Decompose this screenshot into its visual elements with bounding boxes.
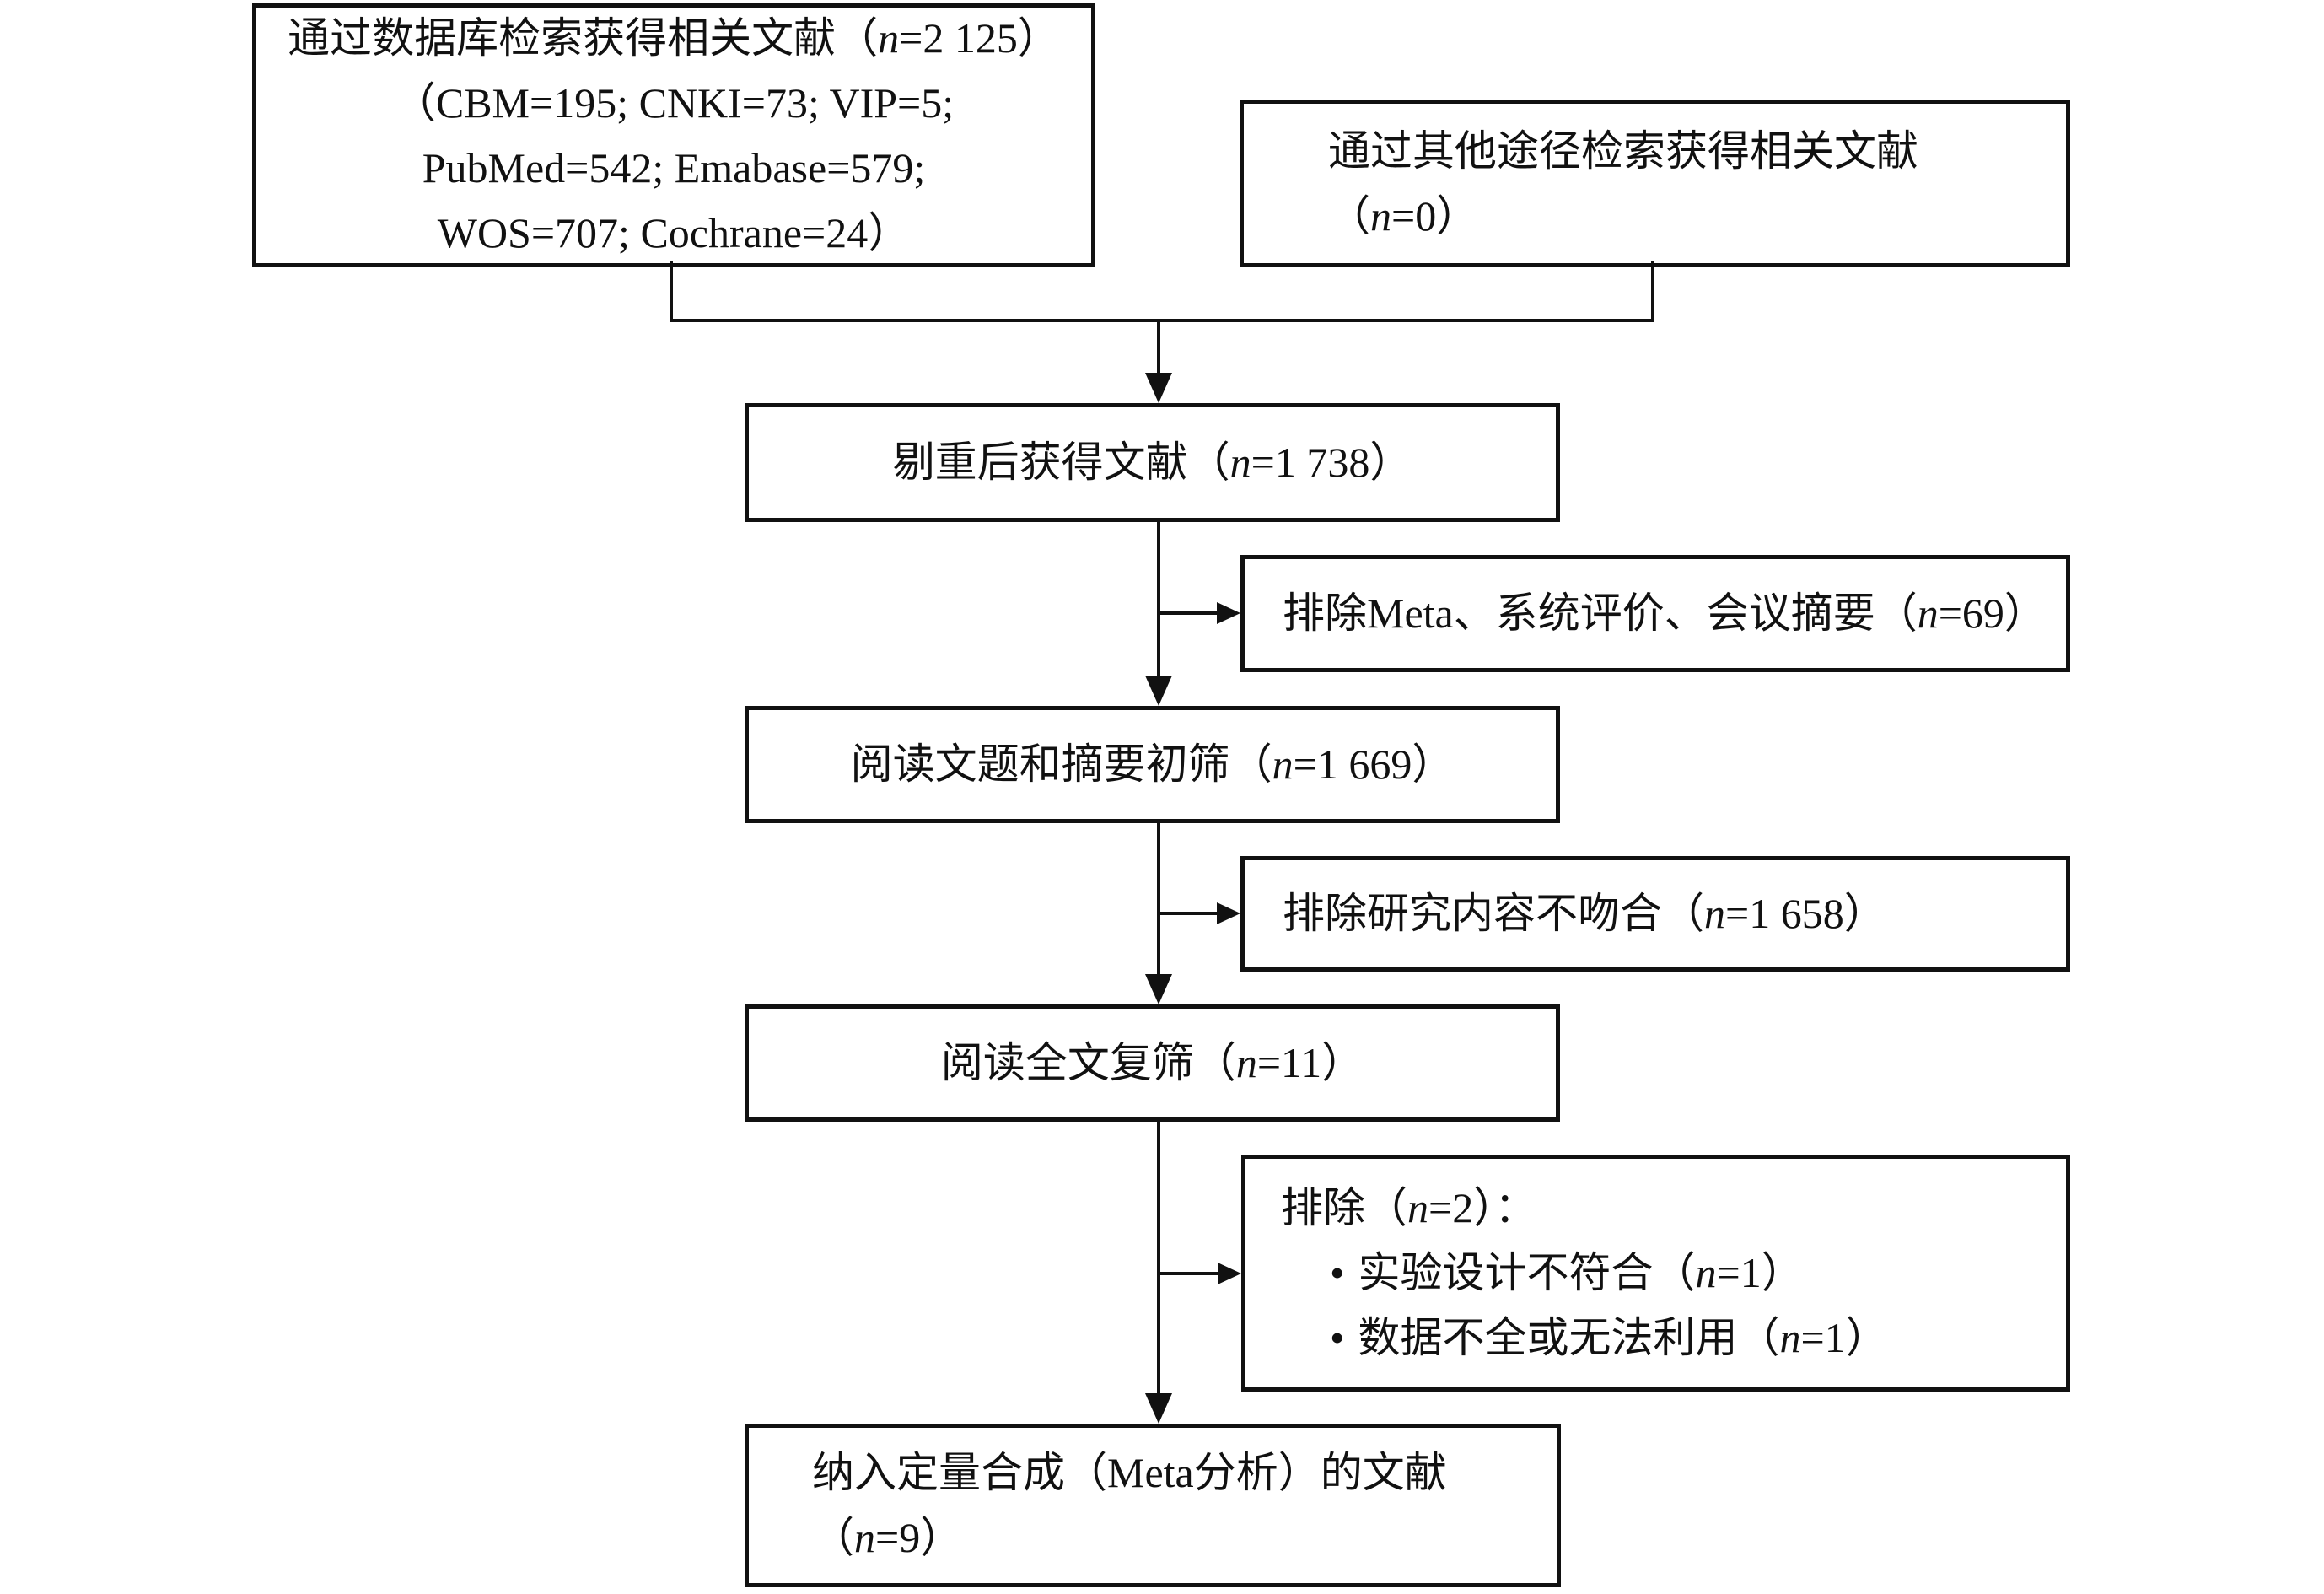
box-other-sources: 通过其他途径检索获得相关文献 （n=0）	[1240, 100, 2070, 267]
connector-branch-exclude-irrelevant	[1159, 912, 1219, 915]
box-exclude-irrelevant-text: 排除研究内容不吻合（n=1 658）	[1283, 890, 1886, 937]
connector-dedup-to-screen1	[1157, 518, 1160, 677]
box-database-search-line: WOS=707; Cochrane=24）	[437, 208, 911, 256]
box-database-search: 通过数据库检索获得相关文献（n=2 125） （CBM=195; CNKI=73…	[252, 3, 1095, 267]
arrow-down-icon	[1145, 974, 1172, 1004]
arrow-down-icon	[1145, 1393, 1172, 1424]
arrow-right-icon	[1217, 902, 1240, 924]
box-database-search-line: 通过数据库检索获得相关文献（n=2 125）	[288, 13, 1060, 62]
connector-other-down	[1651, 261, 1654, 322]
box-included-line: 纳入定量合成（Meta分析）的文献	[812, 1449, 1447, 1496]
box-exclude-type: 排除Meta、系统评价、会议摘要（n=69）	[1240, 555, 2070, 672]
box-fulltext-screening-text: 阅读全文复筛（n=11）	[940, 1039, 1364, 1086]
box-included: 纳入定量合成（Meta分析）的文献 （n=9）	[745, 1424, 1561, 1587]
box-exclude-irrelevant: 排除研究内容不吻合（n=1 658）	[1240, 856, 2070, 972]
connector-merge-horizontal	[670, 319, 1654, 322]
box-included-line: （n=9）	[812, 1514, 963, 1561]
box-database-search-line: PubMed=542; Emabase=579;	[422, 143, 926, 191]
box-deduplicated: 剔重后获得文献（n=1 738）	[745, 403, 1560, 522]
box-other-sources-line: （n=0）	[1328, 191, 1479, 240]
connector-branch-exclude-type	[1159, 611, 1219, 615]
connector-branch-exclude-fulltext	[1159, 1272, 1221, 1275]
connector-db-down	[670, 261, 673, 322]
box-deduplicated-text: 剔重后获得文献（n=1 738）	[892, 439, 1412, 486]
arrow-down-icon	[1145, 373, 1172, 403]
box-exclude-fulltext: 排除（n=2）： • 实验设计不符合（n=1） • 数据不全或无法利用（n=1）	[1241, 1155, 2070, 1392]
box-exclude-fulltext-item: • 实验设计不符合（n=1）	[1330, 1241, 1804, 1306]
box-exclude-type-text: 排除Meta、系统评价、会议摘要（n=69）	[1283, 590, 2047, 637]
box-database-search-line: （CBM=195; CNKI=73; VIP=5;	[393, 78, 955, 127]
arrow-right-icon	[1217, 602, 1240, 624]
box-title-abstract-screening: 阅读文题和摘要初筛（n=1 669）	[745, 706, 1560, 823]
box-exclude-fulltext-item-text: 数据不全或无法利用（n=1）	[1358, 1314, 1888, 1361]
box-other-sources-line: 通过其他途径检索获得相关文献	[1328, 127, 1918, 175]
arrow-right-icon	[1218, 1263, 1241, 1284]
box-title-abstract-screening-text: 阅读文题和摘要初筛（n=1 669）	[850, 740, 1455, 788]
connector-merge-to-dedup	[1157, 320, 1160, 374]
box-fulltext-screening: 阅读全文复筛（n=11）	[745, 1004, 1560, 1122]
box-exclude-fulltext-item-text: 实验设计不符合（n=1）	[1358, 1249, 1804, 1296]
bullet-icon: •	[1330, 1249, 1345, 1296]
bullet-icon: •	[1330, 1314, 1345, 1361]
arrow-down-icon	[1145, 676, 1172, 706]
box-exclude-fulltext-item: • 数据不全或无法利用（n=1）	[1330, 1306, 1888, 1371]
connector-screen1-to-screen2	[1157, 819, 1160, 976]
connector-screen2-to-included	[1157, 1117, 1160, 1395]
box-exclude-fulltext-title: 排除（n=2）：	[1281, 1184, 1537, 1231]
